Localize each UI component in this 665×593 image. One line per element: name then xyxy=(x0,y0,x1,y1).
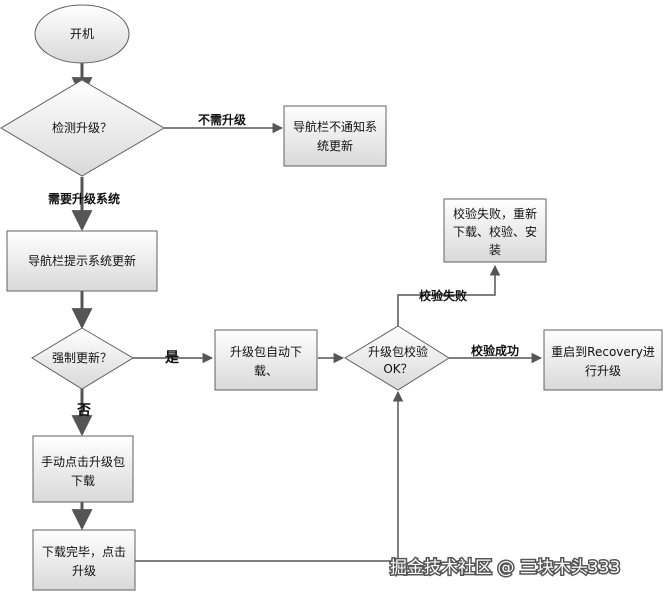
verify-fail-line-3: 装 xyxy=(489,243,501,257)
verify-fail-line-1: 校验失败，重新 xyxy=(453,206,537,221)
reboot-recovery-line-1: 重启到Recovery进 xyxy=(551,345,655,359)
nav-no-notify-line-1: 导航栏不通知系 xyxy=(293,119,377,134)
watermark: 掘金技术社区 @ 三块木头333 xyxy=(389,557,622,580)
edge-done-to-verify xyxy=(135,390,404,562)
download-done-box: 下载完毕，点击 升级 xyxy=(32,529,136,591)
check-upgrade-decision: 检测升级？ xyxy=(0,79,165,177)
nav-prompt-box: 导航栏提示系统更新 xyxy=(6,230,158,292)
auto-download-line-1: 升级包自动下 xyxy=(230,345,302,359)
check-upgrade-label: 检测升级？ xyxy=(52,120,112,135)
edge-label-fail: 校验失败 xyxy=(419,288,467,303)
edge-label-no-need: 不需升级 xyxy=(198,112,246,127)
download-done-line-1: 下载完毕，点击 xyxy=(42,544,126,559)
auto-download-line-2: 载、 xyxy=(254,364,278,378)
reboot-recovery-box: 重启到Recovery进 行升级 xyxy=(543,329,663,391)
verify-ok-line-1: 升级包校验 xyxy=(368,344,428,359)
watermark-text: 掘金技术社区 @ 三块木头333 xyxy=(390,558,620,578)
nav-no-notify-line-2: 统更新 xyxy=(317,138,353,153)
edge-label-success: 校验成功 xyxy=(471,343,519,358)
edges xyxy=(71,62,543,562)
verify-ok-decision: 升级包校验 OK？ xyxy=(344,325,450,391)
manual-click-line-1: 手动点击升级包 xyxy=(41,455,125,469)
edge-label-yes: 是 xyxy=(165,350,180,366)
auto-download-box: 升级包自动下 载、 xyxy=(214,329,318,391)
edge-label-no: 否 xyxy=(76,403,91,419)
force-update-decision: 强制更新？ xyxy=(31,327,134,390)
nav-no-notify-box: 导航栏不通知系 统更新 xyxy=(283,105,387,167)
edge-verify-fail xyxy=(397,264,501,326)
start-label: 开机 xyxy=(70,27,94,41)
download-done-line-2: 升级 xyxy=(72,564,96,578)
verify-fail-line-2: 下载、校验、安 xyxy=(453,224,537,239)
force-update-label: 强制更新？ xyxy=(52,350,112,365)
edge-label-need: 需要升级系统 xyxy=(48,191,120,206)
verify-ok-line-2: OK？ xyxy=(383,362,412,376)
manual-click-line-2: 下载 xyxy=(71,474,95,488)
reboot-recovery-line-2: 行升级 xyxy=(585,364,621,378)
nav-prompt-label: 导航栏提示系统更新 xyxy=(28,253,136,268)
verify-fail-box: 校验失败，重新 下载、校验、安 装 xyxy=(443,198,547,263)
start-node: 开机 xyxy=(34,4,130,64)
manual-click-box: 手动点击升级包 下载 xyxy=(32,435,134,503)
